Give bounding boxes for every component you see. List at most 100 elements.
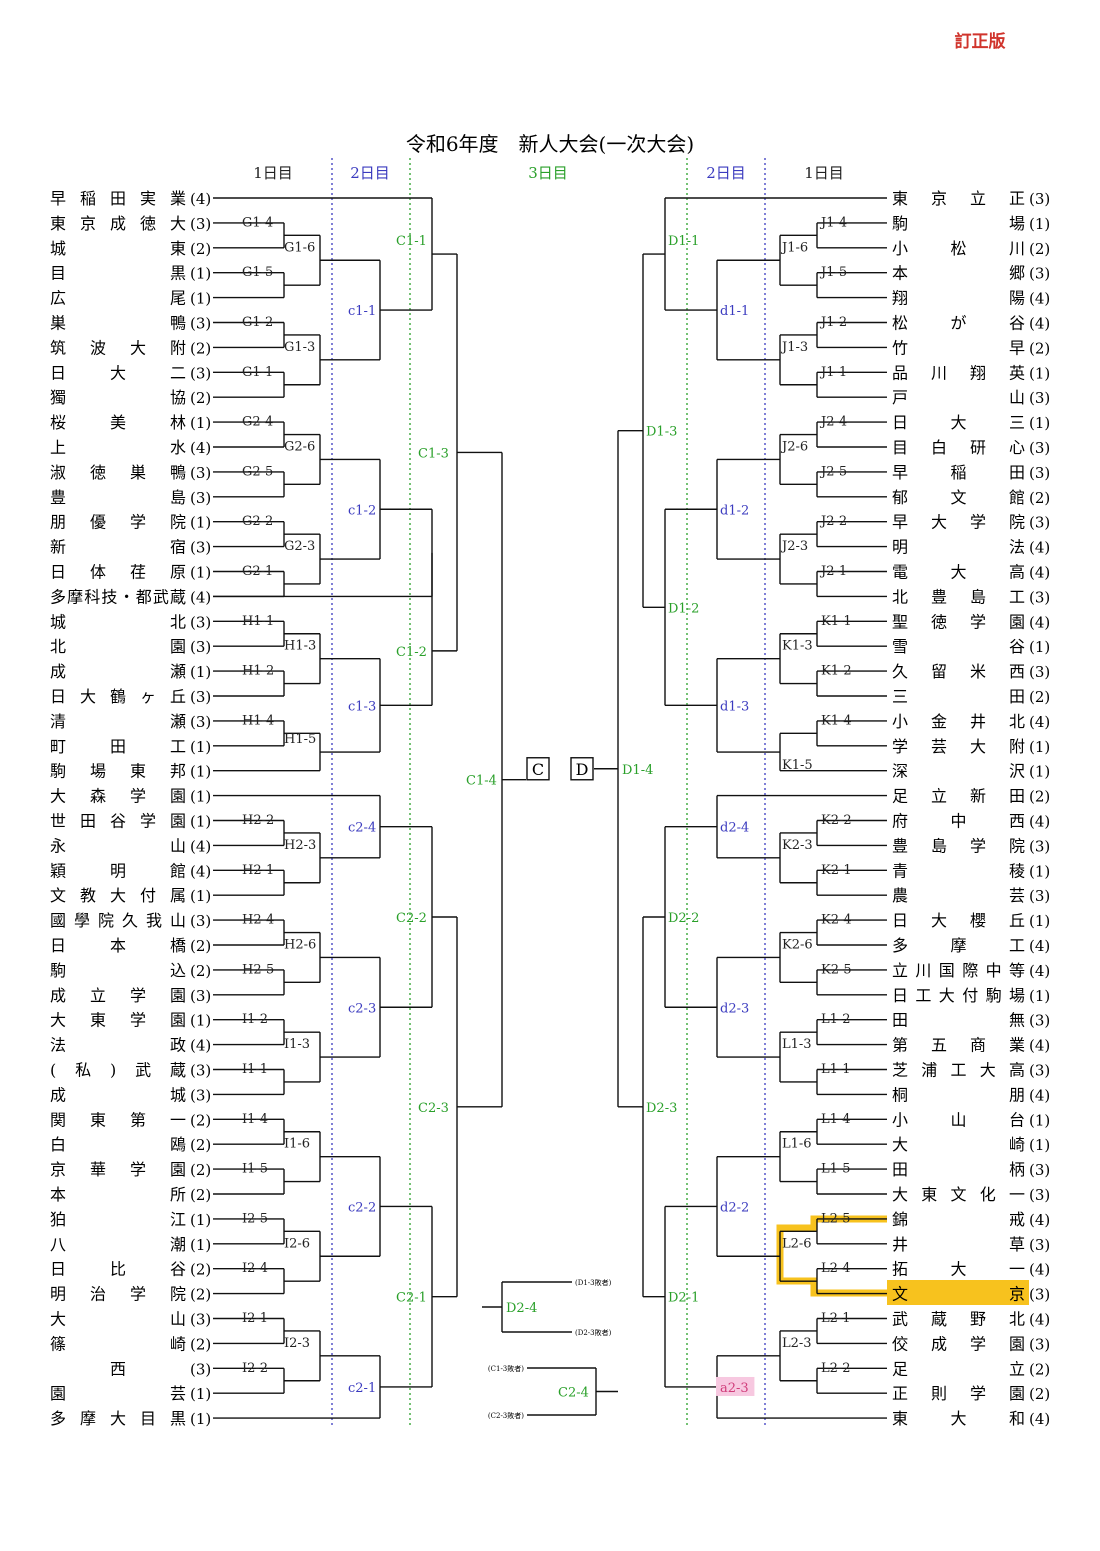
team-name: 駒場東邦 <box>50 762 186 781</box>
team-name: 城東 <box>50 239 186 258</box>
team-seed: (3) <box>1029 464 1050 482</box>
team-name: 錦戒 <box>892 1210 1025 1229</box>
match-label-G2-1: G2-1 <box>242 564 273 579</box>
team-name: 立川国際中等 <box>892 961 1025 980</box>
team-seed: (4) <box>1029 1311 1050 1329</box>
team-name: 郁文館 <box>892 488 1025 507</box>
match-label-K2-5: K2-5 <box>821 962 852 977</box>
team-name: 大山 <box>50 1310 186 1329</box>
team-name: 成立学園 <box>50 986 186 1005</box>
match-label-K2-2: K2-2 <box>821 813 852 828</box>
team-seed: (3) <box>190 912 211 930</box>
team-name: 淑徳巣鴨 <box>50 463 186 482</box>
team-seed: (1) <box>190 788 211 806</box>
team-name: 佼成学園 <box>892 1334 1025 1353</box>
team-seed: (4) <box>190 1037 211 1055</box>
team-seed: (1) <box>190 564 211 582</box>
match-label-J2-4: J2-4 <box>819 415 847 430</box>
team-seed: (3) <box>190 713 211 731</box>
match-label-K2-1: K2-1 <box>821 863 852 878</box>
team-name: 巣鴨 <box>50 314 186 333</box>
team-seed: (2) <box>190 1111 211 1129</box>
match-label-H1-5: H1-5 <box>284 732 316 747</box>
match-label-L1-4: L1-4 <box>821 1112 851 1127</box>
team-seed: (1) <box>190 738 211 756</box>
match-label-C1-4: C1-4 <box>466 774 497 789</box>
team-seed: (3) <box>1029 439 1050 457</box>
team-name: 狛江 <box>50 1210 186 1229</box>
team-name: 久留米西 <box>892 662 1025 681</box>
note-c1_loser: (C1-3敗者) <box>488 1364 524 1373</box>
team-seed: (2) <box>190 962 211 980</box>
team-name: 大森学園 <box>50 787 186 806</box>
team-name: 芝浦工大高 <box>892 1061 1025 1080</box>
team-seed: (1) <box>190 1410 211 1428</box>
team-name: 電大高 <box>892 563 1025 582</box>
team-seed: (1) <box>190 1211 211 1229</box>
team-seed: (3) <box>1029 1236 1050 1254</box>
team-seed: (2) <box>190 1161 211 1179</box>
team-seed: (3) <box>1029 514 1050 532</box>
bracket-lines <box>213 197 887 1419</box>
match-label-c1-1: c1-1 <box>348 304 376 319</box>
team-seed: (3) <box>1029 837 1050 855</box>
team-name: 明治学院 <box>50 1285 186 1304</box>
note-c2_loser: (C2-3敗者) <box>488 1411 524 1420</box>
match-label-I1-6: I1-6 <box>284 1137 310 1152</box>
match-label-D1-4: D1-4 <box>622 763 653 778</box>
note-d2_loser: (D2-3敗者) <box>575 1328 612 1337</box>
team-seed: (3) <box>1029 663 1050 681</box>
team-seed: (4) <box>1029 613 1050 631</box>
day-label-day3: 3日目 <box>528 164 568 182</box>
team-seed: (4) <box>1029 315 1050 333</box>
team-seed: (3) <box>190 1086 211 1104</box>
match-label-K1-4: K1-4 <box>821 713 852 728</box>
team-seed: (4) <box>1029 713 1050 731</box>
team-seed: (1) <box>1029 987 1050 1005</box>
team-name: 聖徳学園 <box>892 612 1025 631</box>
match-label-J1-4: J1-4 <box>819 215 847 230</box>
match-label-G1-1: G1-1 <box>242 365 273 380</box>
team-name: 日大櫻丘 <box>892 911 1025 930</box>
day-label-day2: 2日目 <box>706 164 746 182</box>
team-name: 東大和 <box>892 1409 1025 1428</box>
note-d1_loser: (D1-3敗者) <box>575 1278 612 1287</box>
match-label-J2-5: J2-5 <box>819 464 847 479</box>
team-name: 成瀬 <box>50 662 186 681</box>
team-name: 大東文化一 <box>892 1185 1025 1204</box>
team-name: 武蔵野北 <box>892 1310 1025 1329</box>
team-seed: (2) <box>1029 788 1050 806</box>
team-seed: (3) <box>1029 1286 1050 1304</box>
team-name: 文教大付属 <box>50 886 186 905</box>
match-label-C2-1: C2-1 <box>396 1291 427 1306</box>
team-seed: (1) <box>190 1385 211 1403</box>
match-label-d2-4: d2-4 <box>720 821 749 836</box>
match-label-L2-6: L2-6 <box>782 1236 812 1251</box>
team-name: 目黒 <box>50 264 186 283</box>
match-label-H1-1: H1-1 <box>242 614 274 629</box>
match-label-C1-2: C1-2 <box>396 645 427 660</box>
team-seed: (2) <box>190 1136 211 1154</box>
team-name: 城北 <box>50 612 186 631</box>
team-seed: (4) <box>190 439 211 457</box>
match-label-H1-3: H1-3 <box>284 639 316 654</box>
match-label-L2-1: L2-1 <box>821 1311 851 1326</box>
match-label-G2-5: G2-5 <box>242 464 273 479</box>
team-name: 竹早 <box>892 338 1025 357</box>
match-label-I2-6: I2-6 <box>284 1236 310 1251</box>
team-seed: (1) <box>1029 638 1050 656</box>
team-name: 小金井北 <box>892 712 1025 731</box>
team-seed: (2) <box>1029 489 1050 507</box>
team-name: 日比谷 <box>50 1260 186 1279</box>
highlight-bar <box>887 1280 1029 1305</box>
match-label-L1-3: L1-3 <box>782 1037 812 1052</box>
match-label-L1-1: L1-1 <box>821 1062 851 1077</box>
team-name: 豊島 <box>50 488 186 507</box>
match-label-L1-6: L1-6 <box>782 1137 812 1152</box>
team-name: 目白研心 <box>892 438 1025 457</box>
team-name: 日大鶴ヶ丘 <box>50 687 186 706</box>
team-seed: (3) <box>190 215 211 233</box>
team-name: 井草 <box>892 1235 1025 1254</box>
